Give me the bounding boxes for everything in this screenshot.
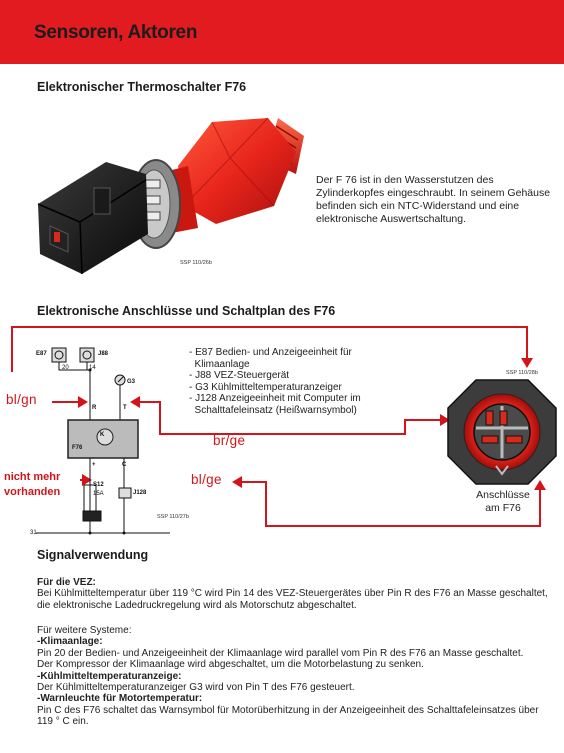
label-pin-plus: + [92,462,96,468]
legend-line: Schalttafeleinsatz (Heißwarnsymbol) [189,404,357,416]
label-15a: 15A [93,491,104,497]
klima-text-1: Pin 20 der Bedien- und Anzeigeeinheit de… [37,647,524,659]
annotation-nicht-mehr-line1: nicht mehr [4,471,61,483]
thermoswitch-description: Der F 76 ist in den Wasserstutzen des Zy… [316,174,551,225]
signal-section-title: Signalverwendung [37,548,149,562]
connector-caption-line2: am F76 [485,501,521,514]
circuit-diagram [36,347,170,535]
warn-text: Pin C des F76 schaltet das Warnsymbol fü… [37,704,539,728]
thermoswitch-illustration [37,117,304,275]
page-header: Sensoren, Aktoren [0,0,564,64]
label-pin-t: T [123,405,127,411]
annotation-bl-ge: bl/ge [191,472,222,487]
connector-pinout [447,379,557,485]
vez-heading: Für die VEZ: [37,577,96,588]
other-systems-paragraph: Für weitere Systeme: -Klimaanlage: Pin 2… [37,625,557,728]
label-wire-20: 20 [62,365,69,371]
label-pin-r: R [92,405,97,411]
other-systems-heading: Für weitere Systeme: [37,625,132,636]
legend-line: - G3 Kühlmitteltemperaturanzeiger [189,381,342,393]
page-title: Sensoren, Aktoren [34,22,198,43]
kuehl-heading: -Kühlmitteltemperaturanzeige: [37,670,182,682]
annotation-nicht-mehr-line2: vorhanden [4,486,61,498]
legend-line: Klimaanlage [189,358,250,370]
label-s12: S12 [93,482,104,488]
section-title-thermoschalter: Elektronischer Thermoschalter F76 [37,80,247,94]
vez-text: Bei Kühlmitteltemperatur über 119 °C wir… [37,588,548,611]
label-wire-14: 14 [89,365,96,371]
label-g3: G3 [127,379,136,385]
kuehl-text: Der Kühlmitteltemperaturanzeiger G3 wird… [37,682,355,694]
ssp-ref-connector: SSP 110/28b [506,370,538,376]
legend-line: - J128 Anzeigeeinheit mit Computer im [189,393,361,405]
ssp-ref-diagram: SSP 110/27b [157,514,189,520]
label-pin-c: C [122,462,127,468]
label-k: K [100,432,105,438]
section-title-anschluesse: Elektronische Anschlüsse und Schaltplan … [37,304,336,318]
klima-text-2: Der Kompressor der Klimaanlage wird abge… [37,659,424,671]
connector-caption-line1: Anschlüsse [476,489,530,501]
vez-paragraph: Für die VEZ: Bei Kühlmitteltemperatur üb… [37,577,557,611]
label-j128: J128 [133,490,147,496]
ssp-ref-thermoswitch: SSP 110/26b [180,260,212,266]
legend-line: - J88 VEZ-Steuergerät [189,370,290,382]
klima-heading: -Klimaanlage: [37,636,103,648]
legend-line: - E87 Bedien- und Anzeigeeinheit für [189,347,352,358]
component-legend: - E87 Bedien- und Anzeigeeinheit für Kli… [189,347,429,417]
annotation-nicht-mehr-vorhanden: nicht mehr vorhanden [4,470,60,500]
label-ground-31: 31 [30,530,37,536]
label-j88: J88 [98,351,109,357]
label-f76: F76 [72,445,83,451]
connector-caption: Anschlüsse am F76 [470,489,536,514]
annotation-br-ge: br/ge [213,433,246,448]
annotation-bl-gn: bl/gn [6,392,37,407]
warn-heading: -Warnleuchte für Motortemperatur: [37,693,203,705]
label-e87: E87 [36,351,47,357]
